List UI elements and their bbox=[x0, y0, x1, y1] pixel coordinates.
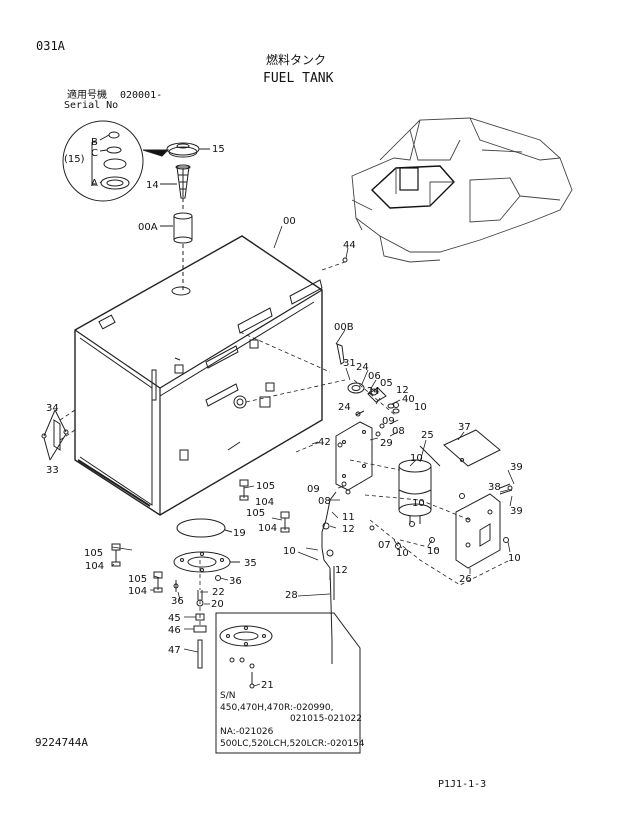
callout-a: A bbox=[91, 178, 98, 189]
fuel-tank-body bbox=[74, 235, 323, 516]
callout-44: 44 bbox=[343, 240, 356, 251]
callout-105-d: 105 bbox=[128, 574, 147, 585]
callout-105-a: 105 bbox=[256, 481, 275, 492]
callout-00: 00 bbox=[283, 216, 296, 227]
side-bolts bbox=[41, 409, 69, 461]
callout-45: 45 bbox=[168, 613, 181, 624]
callout-00a: 00A bbox=[138, 222, 158, 233]
callout-26: 26 bbox=[459, 574, 472, 585]
drawing-number: 9224744A bbox=[35, 736, 88, 749]
callout-104-c: 104 bbox=[85, 561, 104, 572]
serial-label-english: Serial No bbox=[64, 100, 119, 111]
callout-104-a: 104 bbox=[255, 497, 274, 508]
callout-47: 47 bbox=[168, 645, 181, 656]
callout-09-b: 09 bbox=[307, 484, 320, 495]
guard-plate bbox=[335, 410, 373, 491]
callout-34: 34 bbox=[46, 403, 59, 414]
callout-10-g: 10 bbox=[283, 546, 296, 557]
callout-20: 20 bbox=[211, 599, 224, 610]
callout-22: 22 bbox=[212, 587, 225, 598]
mounting-bolts bbox=[337, 257, 513, 549]
callout-12-a: 12 bbox=[396, 385, 409, 396]
serial-label-japanese: 適用号機 bbox=[67, 90, 107, 101]
cover-plate bbox=[443, 429, 501, 467]
fuel-cap bbox=[166, 142, 210, 158]
callout-24-a: 24 bbox=[356, 362, 369, 373]
part-callouts: (15) B C A 15 14 00A 00 44 00B 31 24 06 … bbox=[46, 137, 523, 691]
title-japanese: 燃料タンク bbox=[266, 53, 327, 67]
callout-33: 33 bbox=[46, 465, 59, 476]
callout-07: 07 bbox=[378, 540, 391, 551]
callout-36-b: 36 bbox=[171, 596, 184, 607]
callout-40: 40 bbox=[402, 394, 415, 405]
callout-b: B bbox=[91, 137, 98, 148]
callout-36-a: 36 bbox=[229, 576, 242, 587]
note-sn-label: S/N bbox=[220, 691, 235, 701]
callout-24-c: 24 bbox=[338, 402, 351, 413]
excavator-location-sketch bbox=[351, 117, 573, 263]
callout-105-c: 105 bbox=[84, 548, 103, 559]
cap-assembly-detail bbox=[62, 120, 170, 202]
note-line-2: 021015-021022 bbox=[290, 714, 362, 724]
callout-10-c: 10 bbox=[412, 498, 425, 509]
page-code: 031A bbox=[36, 39, 65, 53]
callout-leaders bbox=[111, 225, 515, 687]
gasket bbox=[176, 518, 233, 538]
callout-10-d: 10 bbox=[396, 548, 409, 559]
note-line-3: NA:-021026 bbox=[220, 727, 274, 737]
callout-05: 05 bbox=[380, 378, 393, 389]
callout-29: 29 bbox=[380, 438, 393, 449]
callout-10-b: 10 bbox=[410, 453, 423, 464]
callout-104-d: 104 bbox=[128, 586, 147, 597]
fuel-pipes bbox=[321, 491, 337, 664]
callout-42: 42 bbox=[318, 437, 331, 448]
callout-14: 14 bbox=[146, 180, 159, 191]
bolts bbox=[111, 479, 290, 669]
callout-24-b: 24 bbox=[367, 386, 380, 397]
callout-11: 11 bbox=[342, 512, 355, 523]
note-box-text: S/N 450,470H,470R:-020990, 021015-021022… bbox=[220, 691, 365, 749]
callout-08-b: 08 bbox=[318, 496, 331, 507]
applicability-note-box bbox=[215, 612, 361, 754]
page-reference: P1J1-1-3 bbox=[438, 779, 487, 790]
callout-c: C bbox=[91, 148, 98, 159]
callout-08-a: 08 bbox=[392, 426, 405, 437]
bracket bbox=[455, 483, 513, 569]
callout-104-b: 104 bbox=[258, 523, 277, 534]
bottom-cover bbox=[173, 551, 240, 573]
callout-39-a: 39 bbox=[510, 462, 523, 473]
callout-28: 28 bbox=[285, 590, 298, 601]
callout-10-a: 10 bbox=[414, 402, 427, 413]
callout-21: 21 bbox=[261, 680, 274, 691]
filler-neck bbox=[160, 212, 193, 290]
callout-15: 15 bbox=[212, 144, 225, 155]
assembly-leader-lines bbox=[59, 261, 511, 625]
water-separator bbox=[398, 445, 441, 524]
callout-06: 06 bbox=[368, 371, 381, 382]
callout-38: 38 bbox=[488, 482, 501, 493]
serial-from: 020001- bbox=[120, 90, 163, 101]
callout-25: 25 bbox=[421, 430, 434, 441]
callout-35: 35 bbox=[244, 558, 257, 569]
callout-46: 46 bbox=[168, 625, 181, 636]
callout-39-b: 39 bbox=[510, 506, 523, 517]
callout-105-b: 105 bbox=[246, 508, 265, 519]
callout-12-b: 12 bbox=[342, 524, 355, 535]
title-english: FUEL TANK bbox=[263, 71, 334, 86]
callout-12-c: 12 bbox=[335, 565, 348, 576]
callout-31: 31 bbox=[343, 358, 356, 369]
callout-00b: 00B bbox=[334, 322, 354, 333]
callout-09-a: 09 bbox=[382, 416, 395, 427]
strainer bbox=[160, 164, 191, 212]
gauge-unit bbox=[336, 343, 400, 414]
callout-15-group: (15) bbox=[64, 154, 85, 165]
callout-37: 37 bbox=[458, 422, 471, 433]
note-line-1: 450,470H,470R:-020990, bbox=[220, 703, 334, 713]
callout-10-e: 10 bbox=[427, 546, 440, 557]
callout-10-f: 10 bbox=[508, 553, 521, 564]
note-line-4: 500LC,520LCH,520LCR:-020154 bbox=[220, 739, 365, 749]
callout-19: 19 bbox=[233, 528, 246, 539]
